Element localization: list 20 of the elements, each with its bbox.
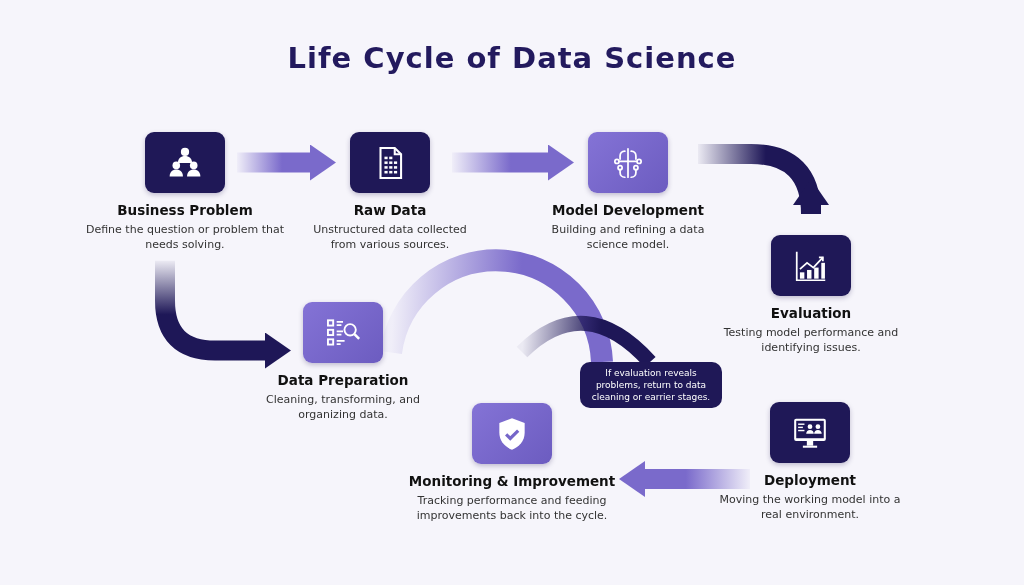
- diagram-title: Life Cycle of Data Science: [287, 41, 737, 75]
- step-title: Business Problem: [117, 202, 253, 218]
- step-description: Tracking performance and feeding improvements back into the cycle.: [415, 493, 609, 524]
- arrow: [237, 144, 336, 181]
- step-title: Evaluation: [770, 305, 852, 321]
- step-description: Unstructured data collected from various sources.: [312, 222, 468, 253]
- step-title: Model Development: [552, 202, 704, 218]
- note-callout: If evaluation reveals problems, return to data cleaning or earrier stages.: [580, 362, 722, 409]
- step-title: Monitoring & Improvement: [408, 473, 616, 489]
- arrow: [619, 461, 750, 497]
- step-description: Building and refining a data science model.: [550, 222, 706, 253]
- step-description: Testing model performance and identifying issues.: [722, 325, 900, 356]
- step-description: Moving the working model into a real environment.: [718, 492, 902, 523]
- step-title: Deployment: [764, 472, 856, 488]
- step-description: Define the question or problem that needs solving.: [85, 222, 285, 253]
- arrow: [452, 144, 574, 181]
- step-title: Data Preparation: [277, 372, 409, 388]
- arrow: [155, 260, 291, 369]
- step-description: Cleaning, transforming, and organizing data.: [265, 392, 421, 423]
- step-title: Raw Data: [353, 202, 427, 218]
